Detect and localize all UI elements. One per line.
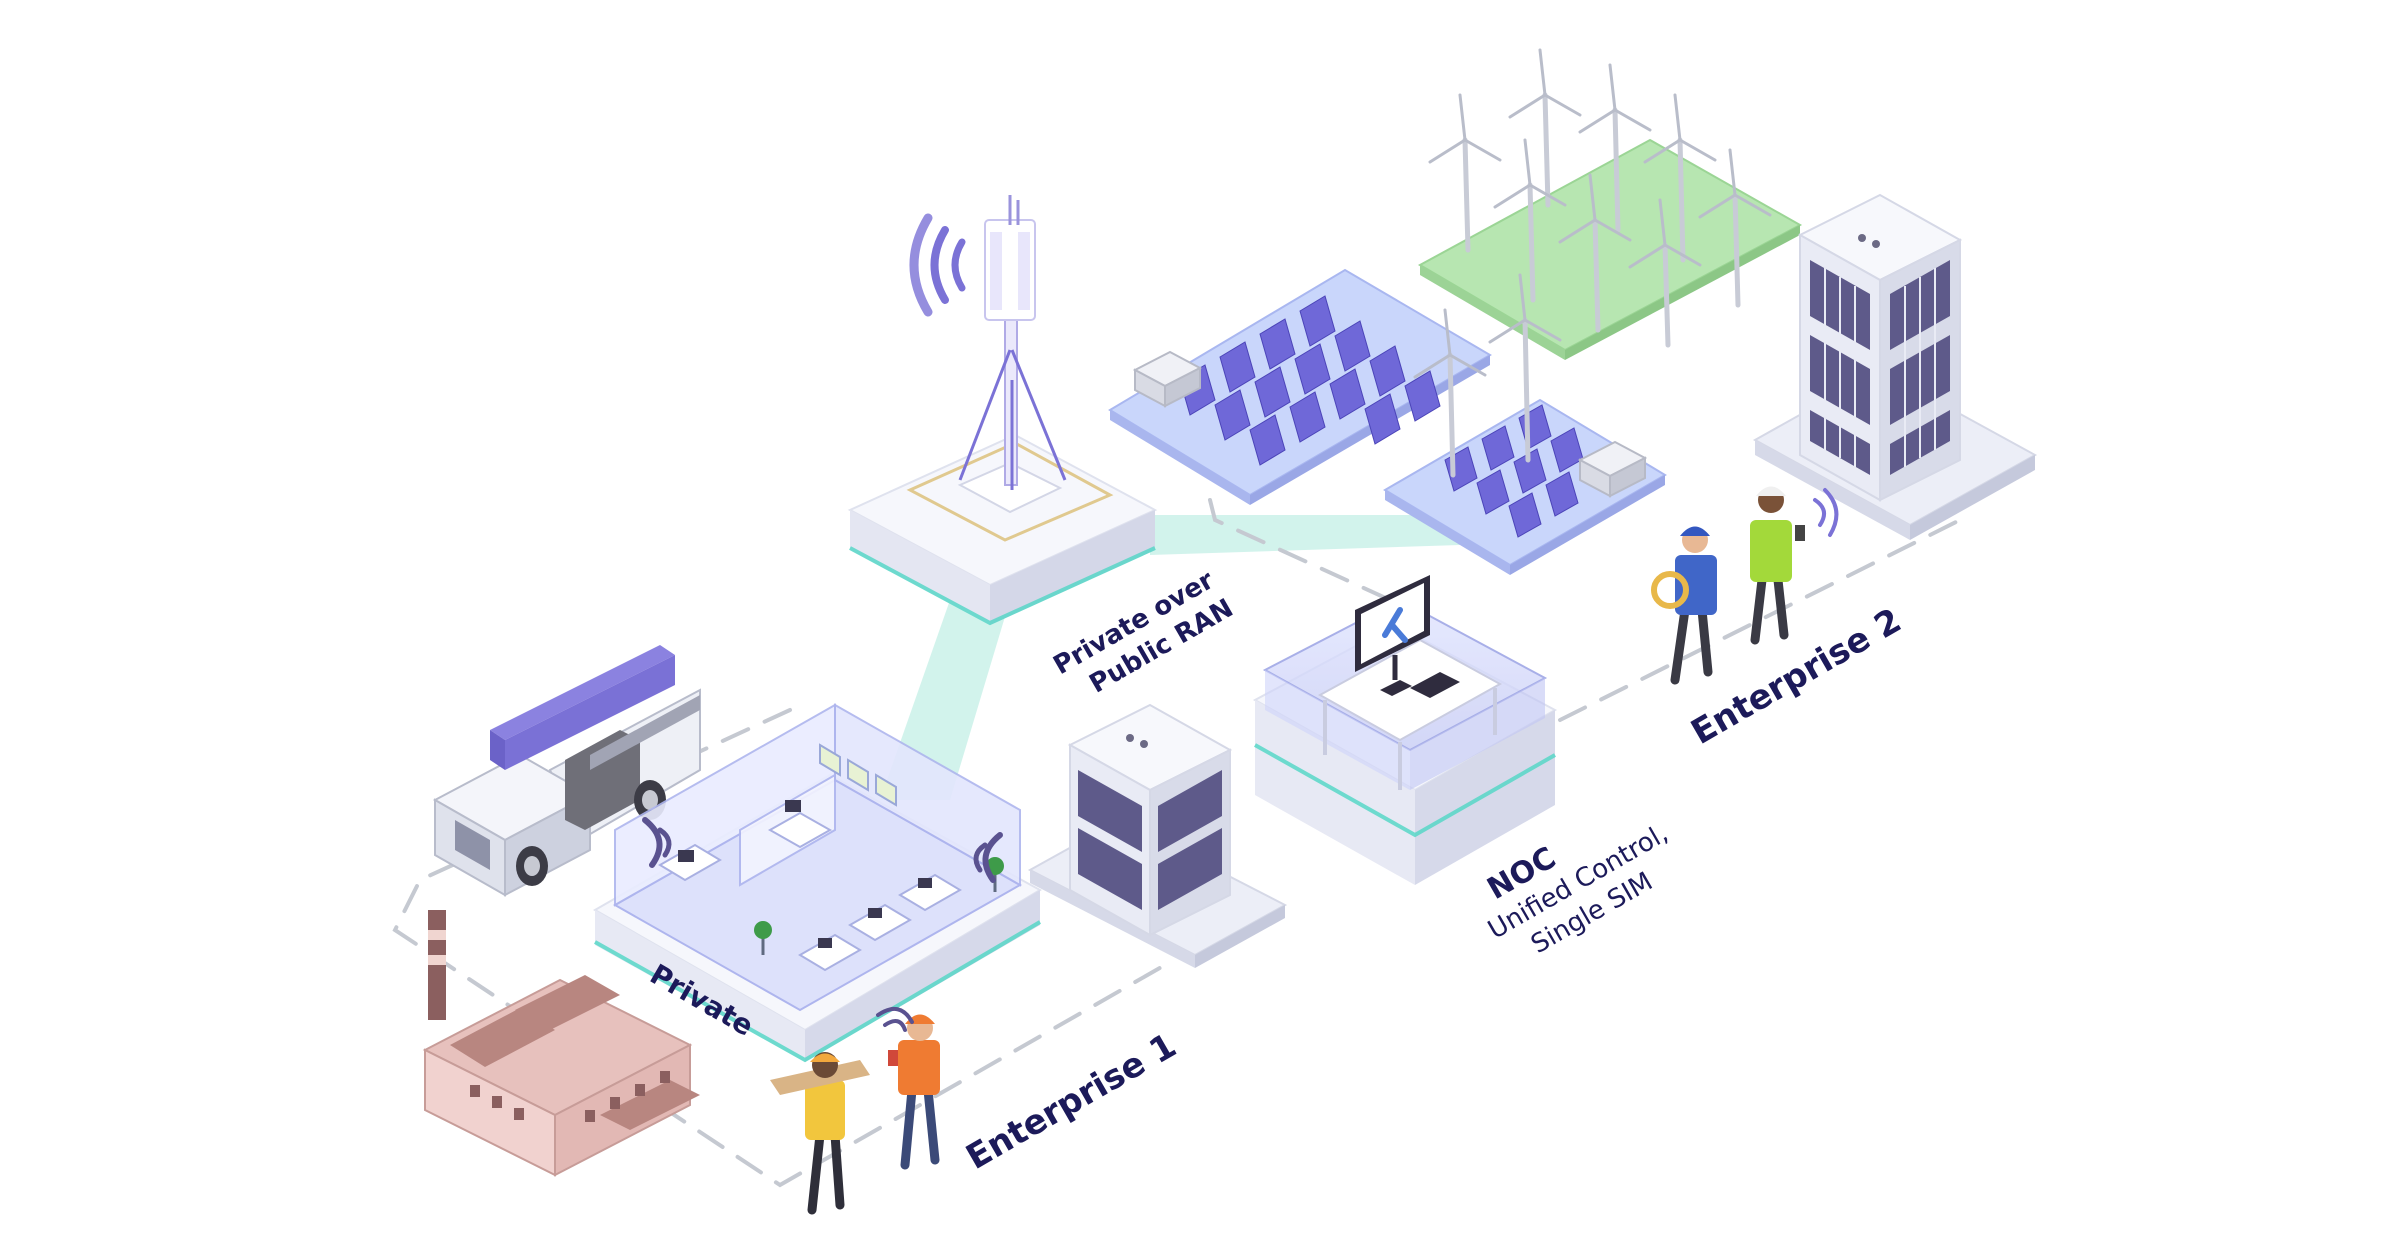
solar-field-large <box>1108 268 1492 505</box>
desk-monitors <box>678 800 932 948</box>
enterprise-2-label: Enterprise 2 <box>1685 601 1909 753</box>
worker-enterprise2-tablet <box>1750 486 1839 645</box>
enterprise1-building <box>1027 703 1288 968</box>
beam-tower-to-solar <box>1150 515 1460 555</box>
cctv-camera-icon <box>1126 734 1148 748</box>
label-enterprise-2: Enterprise 2 <box>1685 601 1909 753</box>
noc-monitor-icon <box>1355 575 1460 698</box>
noc-desk <box>1317 638 1503 790</box>
worker-enterprise2-cable <box>1651 526 1717 685</box>
wind-farm <box>1413 48 1803 478</box>
signal-waves-worker-e2 <box>1813 488 1839 537</box>
inverter-box-large <box>1132 350 1203 408</box>
label-private-over-public-ran: Private over Public RAN <box>1049 565 1239 699</box>
signal-waves-private-left <box>642 817 672 868</box>
signal-waves-worker-e1 <box>876 1006 914 1032</box>
noc-platform <box>1252 575 1558 885</box>
enterprise2-building <box>1752 193 2038 540</box>
solar-field-small <box>1383 398 1667 575</box>
dash-noc-to-enterprise2 <box>1558 438 1965 722</box>
private-office-platform <box>592 703 1043 1063</box>
worker-enterprise1-carrying <box>770 1052 870 1215</box>
signal-waves-private-right <box>973 832 1003 883</box>
cell-tower-platform <box>847 195 1158 626</box>
label-enterprise-1: Enterprise 1 <box>960 1026 1184 1178</box>
enterprise-1-label: Enterprise 1 <box>960 1026 1184 1178</box>
cctv-camera-icon <box>1858 234 1880 248</box>
worker-enterprise1-tablet <box>876 1006 940 1170</box>
signal-waves-tower <box>909 213 966 317</box>
dash-tower-to-noc <box>1208 498 1392 602</box>
wall-frames <box>819 743 897 807</box>
cell-tower <box>958 195 1067 490</box>
utility-truck <box>432 645 701 897</box>
inverter-box-small <box>1577 440 1648 498</box>
office-desks <box>658 811 962 972</box>
truck-wheel <box>516 780 666 886</box>
factory <box>422 910 700 1177</box>
